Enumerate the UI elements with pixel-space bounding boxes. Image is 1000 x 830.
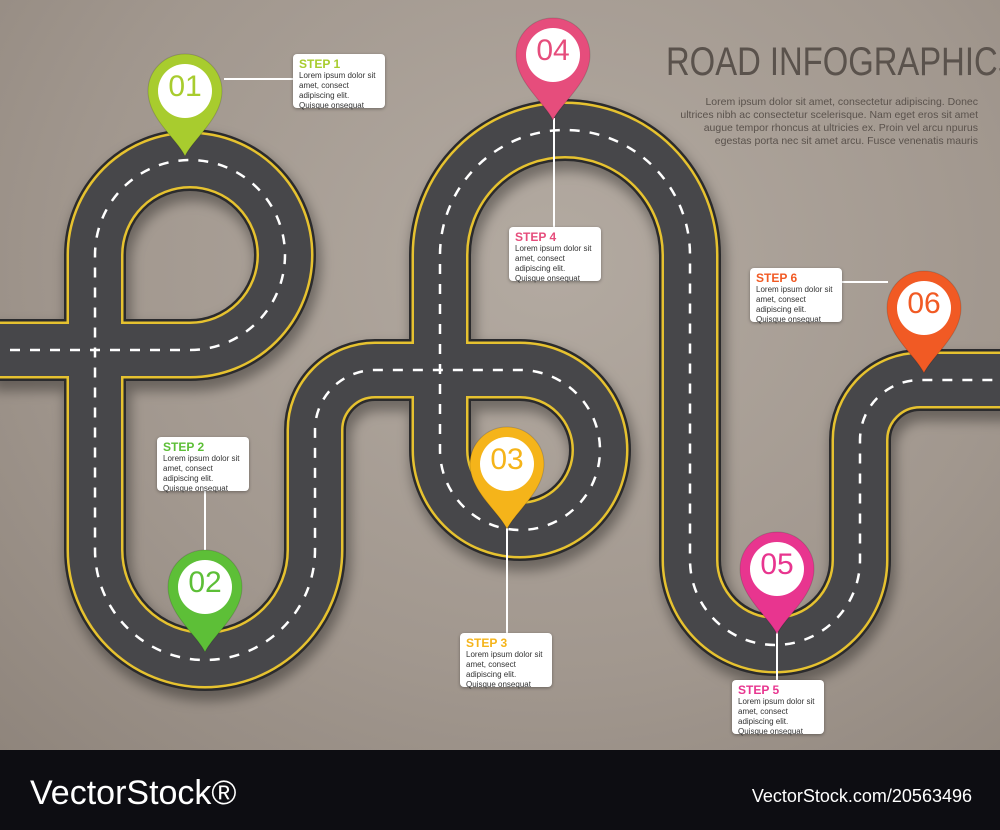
step-card-1: STEP 1 Lorem ipsum dolor sit amet, conse… xyxy=(293,54,385,110)
step-number: 02 xyxy=(188,566,222,599)
map-pin-2: 02 xyxy=(166,548,244,654)
step-text: Lorem ipsum dolor sit amet, consect adip… xyxy=(738,697,815,736)
connector-line xyxy=(776,630,778,682)
step-number: 04 xyxy=(536,34,570,67)
step-label: STEP 4 xyxy=(515,230,557,244)
page-description: Lorem ipsum dolor sit amet, consectetur … xyxy=(680,96,978,147)
connector-line xyxy=(553,118,555,228)
image-reference: VectorStock.com/20563496 xyxy=(751,786,972,806)
step-label: STEP 1 xyxy=(299,57,341,71)
step-label: STEP 6 xyxy=(756,271,798,285)
step-card-5: STEP 5 Lorem ipsum dolor sit amet, conse… xyxy=(732,680,824,736)
footer-bar: VectorStock® VectorStock.com/20563496 xyxy=(0,750,1000,830)
step-label: STEP 2 xyxy=(163,440,205,454)
map-pin-icon xyxy=(167,549,243,654)
step-card-4: STEP 4 Lorem ipsum dolor sit amet, conse… xyxy=(509,227,601,283)
map-pin-icon xyxy=(739,531,815,636)
map-pin-5: 05 xyxy=(738,530,816,636)
step-number: 01 xyxy=(168,70,202,103)
step-number: 06 xyxy=(907,287,941,320)
road-center-dashes xyxy=(0,128,1000,662)
map-pin-icon xyxy=(469,426,545,531)
step-text: Lorem ipsum dolor sit amet, consect adip… xyxy=(163,454,240,493)
vectorstock-logo: VectorStock® xyxy=(30,774,237,812)
step-label: STEP 5 xyxy=(738,683,780,697)
step-card-3: STEP 3 Lorem ipsum dolor sit amet, conse… xyxy=(460,633,552,689)
step-text: Lorem ipsum dolor sit amet, consect adip… xyxy=(466,650,543,689)
step-card-2: STEP 2 Lorem ipsum dolor sit amet, conse… xyxy=(157,437,249,493)
connector-line xyxy=(224,78,294,80)
step-text: Lorem ipsum dolor sit amet, consect adip… xyxy=(299,71,376,110)
map-pin-1: 01 xyxy=(146,52,224,158)
step-number: 05 xyxy=(760,548,794,581)
map-pin-icon xyxy=(515,17,591,122)
connector-line xyxy=(204,491,206,551)
map-pin-icon xyxy=(147,53,223,158)
map-pin-icon xyxy=(886,270,962,375)
map-pin-3: 03 xyxy=(468,425,546,531)
page-title: ROAD INFOGRAPHICS xyxy=(666,40,1000,84)
step-number: 03 xyxy=(490,443,524,476)
step-text: Lorem ipsum dolor sit amet, consect adip… xyxy=(756,285,833,324)
step-card-6: STEP 6 Lorem ipsum dolor sit amet, conse… xyxy=(750,268,842,324)
connector-line xyxy=(506,528,508,634)
winding-road xyxy=(0,99,1000,701)
map-pin-4: 04 xyxy=(514,16,592,122)
step-text: Lorem ipsum dolor sit amet, consect adip… xyxy=(515,244,592,283)
connector-line xyxy=(842,281,888,283)
map-pin-6: 06 xyxy=(885,269,963,375)
step-label: STEP 3 xyxy=(466,636,508,650)
